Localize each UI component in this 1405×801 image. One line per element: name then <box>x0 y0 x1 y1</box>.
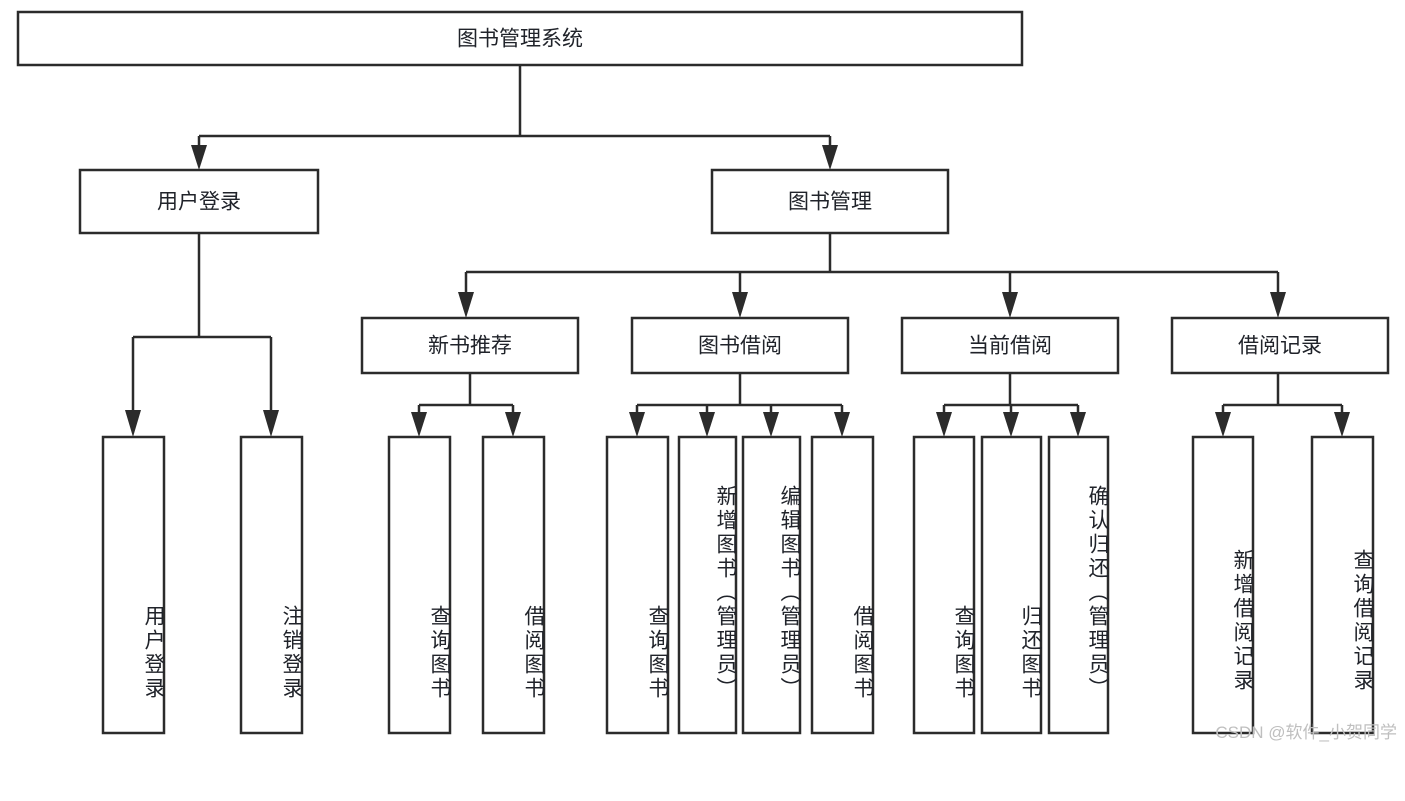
node-book-manage[interactable]: 图书管理 <box>710 168 950 235</box>
arrow-nbr-leaf-2 <box>505 412 521 437</box>
node-new-book-recommend[interactable]: 新书推荐 <box>360 316 580 375</box>
arrow-cb-leaf-2 <box>1003 412 1019 437</box>
root-label: 图书管理系统 <box>457 28 583 51</box>
root-box[interactable] <box>16 10 1024 67</box>
current-borrow-box[interactable] <box>900 316 1120 375</box>
node-current-borrow[interactable]: 当前借阅 <box>900 316 1120 375</box>
new-book-recommend-label: 新书推荐 <box>428 335 512 358</box>
arrow-user-login-leaf-2 <box>263 410 279 437</box>
current-borrow-label: 当前借阅 <box>968 335 1052 358</box>
arrow-bm-to-current-borrow <box>1002 292 1018 318</box>
leaf-add-record-box[interactable] <box>1191 435 1255 735</box>
flowchart-diagram: 图书管理系统 用户登录 图书管理 新书推荐 图书借阅 当前借阅 借阅记录 <box>16 10 1397 742</box>
arrow-bb-leaf-3 <box>763 412 779 437</box>
arrow-br-leaf-2 <box>1334 412 1350 437</box>
node-book-borrow[interactable]: 图书借阅 <box>630 316 850 375</box>
book-borrow-label: 图书借阅 <box>698 335 782 358</box>
leaf-user-login-box[interactable] <box>101 435 166 735</box>
leaf-query-book-1-box[interactable] <box>387 435 452 735</box>
node-root[interactable]: 图书管理系统 <box>16 10 1024 67</box>
leaf-node-group <box>101 435 1375 735</box>
arrow-root-to-book-manage <box>822 145 838 170</box>
node-borrow-record[interactable]: 借阅记录 <box>1170 316 1390 375</box>
arrow-bm-to-book-borrow <box>732 292 748 318</box>
diagram-canvas: 图书管理系统 用户登录 图书管理 新书推荐 图书借阅 当前借阅 借阅记录 <box>16 10 1390 735</box>
borrow-record-label: 借阅记录 <box>1238 335 1322 358</box>
leaf-edit-book-box[interactable] <box>741 435 802 735</box>
arrow-bm-to-borrow-record <box>1270 292 1286 318</box>
leaf-borrow-book-1-box[interactable] <box>481 435 546 735</box>
arrow-nbr-leaf-1 <box>411 412 427 437</box>
arrow-bb-leaf-1 <box>629 412 645 437</box>
user-login-box[interactable] <box>78 168 320 235</box>
connector-group <box>125 65 1350 437</box>
arrow-root-to-user-login <box>191 145 207 170</box>
arrow-cb-leaf-1 <box>936 412 952 437</box>
arrow-bm-to-new-book-recommend <box>458 292 474 318</box>
book-manage-label: 图书管理 <box>788 191 872 214</box>
arrow-bb-leaf-4 <box>834 412 850 437</box>
book-borrow-box[interactable] <box>630 316 850 375</box>
leaf-user-logout-box[interactable] <box>239 435 304 735</box>
leaf-query-record-box[interactable] <box>1310 435 1375 735</box>
new-book-recommend-box[interactable] <box>360 316 580 375</box>
leaf-query-book-3-box[interactable] <box>912 435 976 735</box>
leaf-add-book-box[interactable] <box>677 435 738 735</box>
leaf-return-book-box[interactable] <box>980 435 1043 735</box>
book-manage-box[interactable] <box>710 168 950 235</box>
arrow-cb-leaf-3 <box>1070 412 1086 437</box>
user-login-label: 用户登录 <box>157 191 241 214</box>
leaf-borrow-book-2-box[interactable] <box>810 435 875 735</box>
leaf-query-book-2-box[interactable] <box>605 435 670 735</box>
arrow-br-leaf-1 <box>1215 412 1231 437</box>
csdn-watermark: CSDN @软件_小贺同学 <box>1215 723 1397 742</box>
arrow-user-login-leaf-1 <box>125 410 141 437</box>
arrow-bb-leaf-2 <box>699 412 715 437</box>
leaf-confirm-return-box[interactable] <box>1047 435 1110 735</box>
node-user-login[interactable]: 用户登录 <box>78 168 320 235</box>
borrow-record-box[interactable] <box>1170 316 1390 375</box>
